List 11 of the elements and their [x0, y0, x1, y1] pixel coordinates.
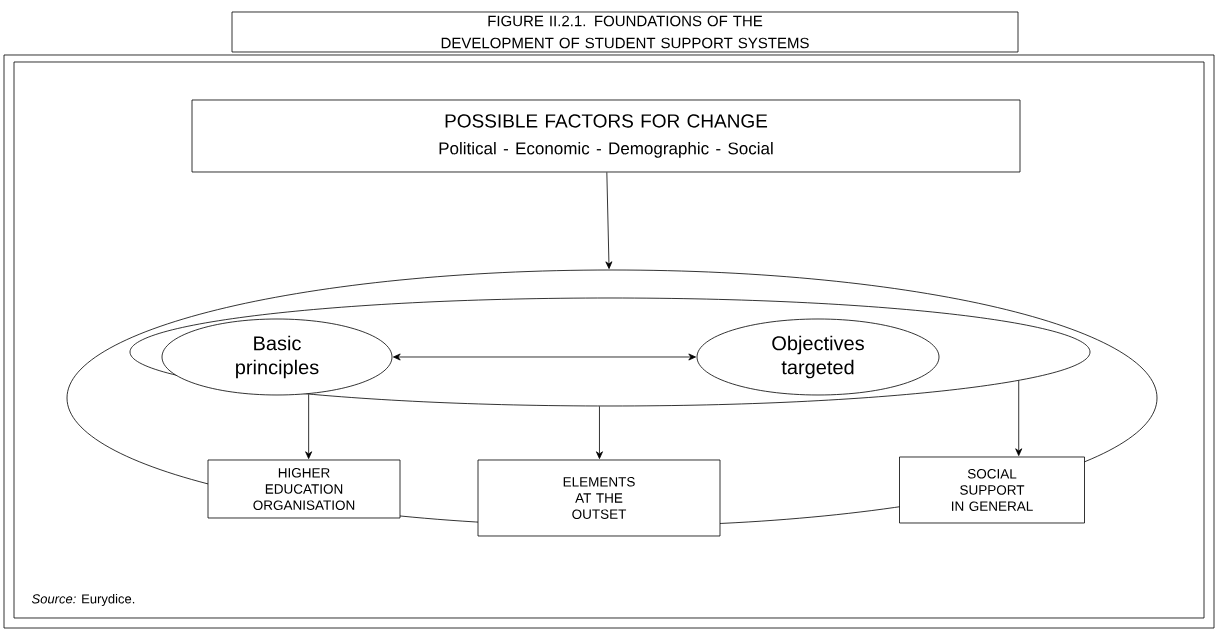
text-box: SOCIAL SUPPORT IN GENERAL [899, 456, 1085, 524]
arrow [1015, 380, 1023, 456]
title: FIGURE II.2.1. FOUNDATIONS OF THE DEVELOPMENT OF STUDENT SUPPORT SYSTEMS [231, 11, 1019, 53]
arrow [605, 172, 613, 269]
arrow [596, 406, 603, 459]
arrow [393, 353, 696, 361]
text-box: POSSIBLE FACTORS FOR CHANGE Political - Economic - Demographic - Social [191, 99, 1021, 173]
source-note: Source: Eurydice. [31, 593, 135, 607]
arrow [305, 393, 313, 459]
text-box: ELEMENTS AT THE OUTSET [477, 459, 721, 537]
text-box: HIGHER EDUCATION ORGANISATION [207, 459, 401, 519]
